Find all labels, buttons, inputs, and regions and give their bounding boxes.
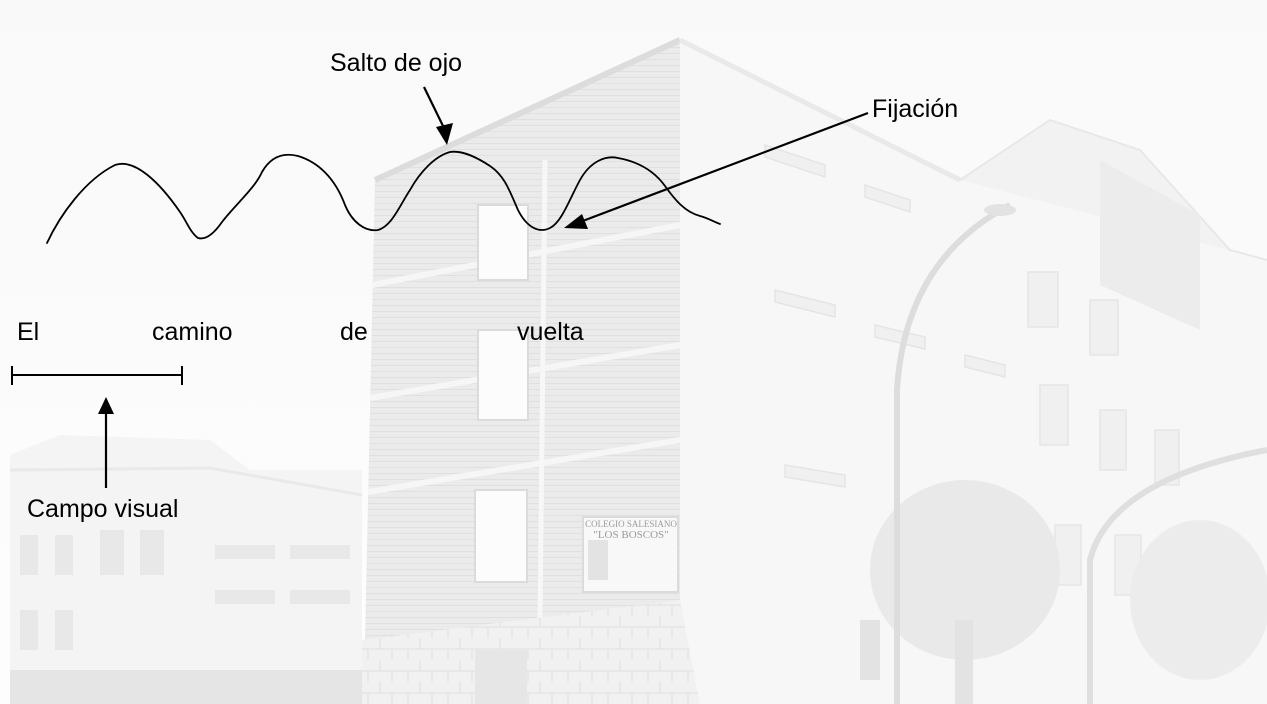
fixation-arrowhead <box>564 214 588 229</box>
sentence-word: vuelta <box>517 318 584 346</box>
fixation-arrow <box>579 111 869 224</box>
sign-text: COLEGIO SALESIANO "LOS BOSCOS" <box>585 519 677 542</box>
left-building <box>9 435 363 704</box>
fixation-label: Fijación <box>872 95 959 123</box>
eye-movement-path <box>46 150 721 244</box>
visual-field-arrowhead <box>98 397 114 414</box>
sentence-word: de <box>340 318 368 346</box>
sentence-word: El <box>17 318 40 346</box>
sentence-word: camino <box>152 318 233 346</box>
main-building <box>362 37 700 704</box>
facade <box>678 37 1267 704</box>
field-label: Campo visual <box>27 495 179 523</box>
saccade-label: Salto de ojo <box>330 49 463 77</box>
saccade-arrow <box>423 86 445 129</box>
sign-line-2: "LOS BOSCOS" <box>593 529 669 542</box>
sign-line-1: COLEGIO SALESIANO <box>585 519 677 529</box>
saccade-arrowhead <box>436 123 453 145</box>
visual-field-bracket <box>11 366 183 385</box>
